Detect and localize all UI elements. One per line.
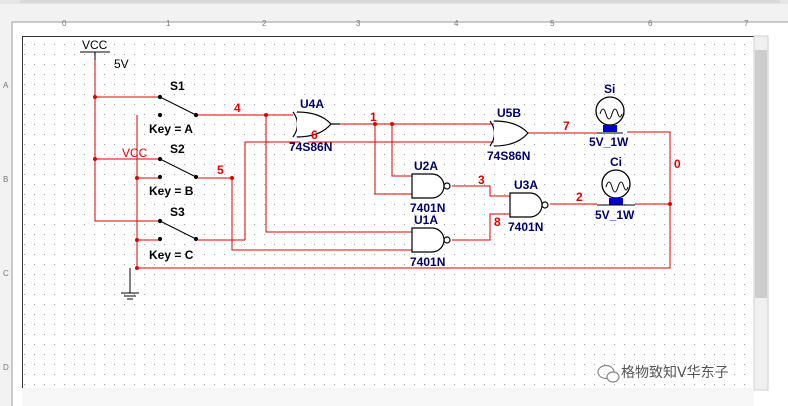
net-label: 6 (311, 128, 318, 142)
switch-key-label: Key = A (149, 122, 193, 136)
xor-gate-u5b[interactable] (489, 120, 529, 147)
gate-part-label: 74S86N (289, 140, 332, 154)
nand-gate-u3a[interactable] (509, 192, 549, 218)
switch-key-label: Key = B (149, 184, 194, 198)
lamp-si[interactable] (595, 96, 625, 134)
gate-ref-label: U5B (497, 106, 521, 120)
net-label: 0 (674, 157, 681, 171)
xor-gate-u4a[interactable] (292, 111, 340, 138)
gate-ref-label: U1A (414, 213, 438, 227)
gate-part-label: 7401N (508, 220, 543, 234)
ruler-top-label: 4 (454, 19, 459, 28)
ruler-left-label: A (3, 81, 9, 90)
voltage-label: 5V (114, 57, 129, 71)
net-label: 8 (494, 215, 501, 229)
switch-s3[interactable] (157, 218, 199, 242)
ruler-left-label: C (3, 269, 9, 278)
grid-area (22, 36, 754, 388)
ruler-top-label: 6 (648, 19, 653, 28)
gate-ref-label: U4A (300, 97, 324, 111)
ruler-top-label: 1 (166, 19, 171, 28)
junctions (93, 95, 672, 270)
nand-gate-u2a[interactable] (411, 173, 451, 199)
ground-symbol[interactable] (121, 268, 139, 300)
gate-ref-label: U2A (414, 159, 438, 173)
horizontal-scrollbar[interactable] (22, 388, 754, 406)
ruler-left-label: B (3, 175, 8, 184)
gate-part-label: 7401N (410, 255, 445, 269)
net-label: 1 (370, 110, 377, 124)
net-label: 3 (478, 173, 485, 187)
lamp-ref-label: Si (604, 82, 615, 96)
lamp-ref-label: Ci (610, 155, 622, 169)
ruler-top-label: 0 (62, 19, 67, 28)
ruler-top-label: 5 (550, 19, 555, 28)
switch-key-label: Key = C (149, 248, 194, 262)
ruler-top-label: 2 (262, 19, 267, 28)
net-label: 5 (217, 163, 224, 177)
nand-gate-u1a[interactable] (411, 227, 451, 253)
watermark-text: 格物致知V华东子 (621, 364, 729, 381)
gate-part-label: 74S86N (487, 149, 530, 163)
lamp-value-label: 5V_1W (589, 135, 629, 149)
ruler-top-label: 7 (744, 19, 749, 28)
switch-ref-label: S1 (170, 79, 185, 93)
net-label: 7 (563, 119, 570, 133)
vcc-source[interactable] (80, 51, 110, 60)
lamp-ci[interactable] (597, 169, 635, 206)
switch-ref-label: S2 (170, 142, 185, 156)
net-label: 4 (234, 101, 241, 115)
vcc-net-label: VCC (122, 146, 148, 160)
switch-s2[interactable] (157, 156, 199, 180)
net-label: 2 (576, 190, 583, 204)
gate-ref-label: U3A (514, 178, 538, 192)
switch-ref-label: S3 (170, 205, 185, 219)
ruler-left-label: D (3, 363, 9, 372)
wechat-icon (597, 364, 620, 383)
vertical-scrollbar[interactable] (753, 35, 769, 391)
vcc-label: VCC (82, 38, 108, 52)
switch-s1[interactable] (157, 94, 199, 118)
lamp-value-label: 5V_1W (595, 208, 635, 222)
ruler-top-label: 3 (356, 19, 361, 28)
wires (94, 54, 671, 269)
gate-part-label: 7401N (410, 201, 445, 215)
